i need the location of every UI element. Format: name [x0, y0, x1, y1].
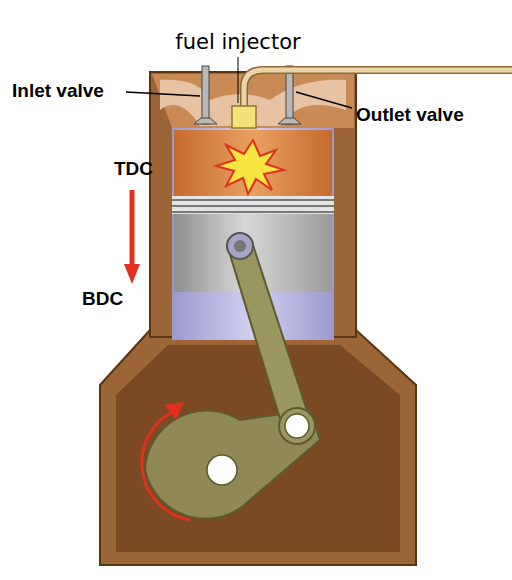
connecting-rod: [228, 242, 310, 432]
crankshaft: [145, 410, 320, 519]
rotation-arrowhead: [164, 402, 184, 420]
fuel-injector: [232, 106, 256, 128]
leader-line: [238, 57, 239, 103]
cylinder-head: [152, 74, 354, 128]
leader-line: [126, 92, 200, 96]
stroke-arrowhead: [124, 264, 140, 284]
part-label: Outlet valve: [356, 104, 464, 126]
piston-crown: [174, 130, 332, 196]
crankcase: [100, 330, 416, 565]
piston-pin: [227, 233, 253, 259]
crank-pin: [285, 414, 309, 438]
fuel-pipe-edge: [244, 70, 512, 108]
inlet-valve-head: [194, 118, 217, 124]
position-label: BDC: [82, 288, 123, 310]
outlet-valve: [286, 66, 293, 124]
combustion-burst: [216, 140, 284, 194]
crankcase-inside: [116, 345, 400, 552]
ring-line: [172, 211, 334, 213]
main-journal: [207, 455, 237, 485]
rotation-arrow: [142, 412, 190, 520]
stroke-arrow: [130, 190, 135, 266]
inlet-valve: [202, 66, 209, 124]
piston-rings: [172, 196, 334, 214]
position-label: TDC: [114, 158, 153, 180]
crank-pin-boss: [279, 408, 315, 444]
fuel-pipe: [244, 70, 512, 108]
part-label: Inlet valve: [12, 80, 104, 102]
part-label: fuel injector: [175, 30, 300, 54]
leader-line: [296, 92, 352, 108]
ring-line: [172, 205, 334, 207]
outlet-valve-head: [278, 118, 301, 124]
piston-pin-hole: [234, 240, 246, 252]
ring-line: [172, 199, 334, 201]
